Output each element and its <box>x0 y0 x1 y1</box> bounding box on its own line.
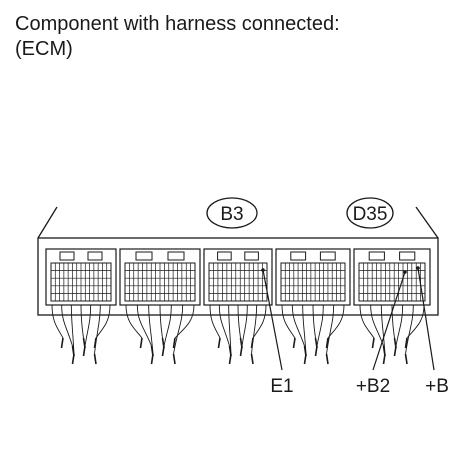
diagram-heading: Component with harness connected: (ECM) <box>15 12 455 62</box>
harness-bundle <box>125 304 195 365</box>
harness-bundle <box>209 304 267 365</box>
terminal-point-e1 <box>261 268 265 272</box>
harness-bundle <box>281 304 345 365</box>
leader-line-e1 <box>262 269 283 371</box>
harness-wires <box>51 304 425 365</box>
connector-housing <box>353 248 431 306</box>
connector-label-d35: D35 <box>353 204 388 225</box>
connector-housing <box>203 248 273 306</box>
connector-housing <box>119 248 201 306</box>
terminal-label-e1: E1 <box>270 376 293 397</box>
connector-housings <box>45 248 431 306</box>
leader-line-b <box>417 267 435 371</box>
connector-callout-b3: B3 <box>206 197 258 229</box>
connector-housing <box>45 248 117 306</box>
harness-bundle <box>359 304 425 365</box>
terminal-label-b: +B <box>425 376 449 397</box>
terminal-label-b2: +B2 <box>356 376 390 397</box>
terminal-point-b <box>416 266 420 270</box>
heading-line-component: Component with harness connected: <box>15 13 340 35</box>
leader-line-b2 <box>372 271 406 371</box>
heading-line-ecm: (ECM) <box>15 38 73 60</box>
connector-label-b3: B3 <box>220 204 243 225</box>
connector-housing <box>275 248 351 306</box>
terminal-point-b2 <box>403 270 407 274</box>
connector-callout-d35: D35 <box>346 197 394 229</box>
harness-bundle <box>51 304 111 365</box>
